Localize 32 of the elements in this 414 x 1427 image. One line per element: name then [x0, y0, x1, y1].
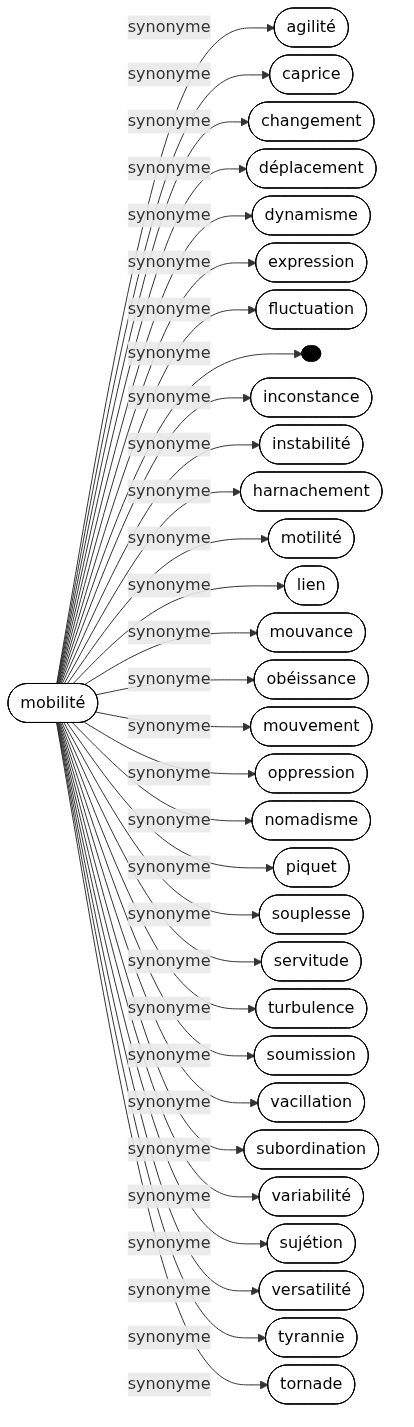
edge-label: synonyme	[127, 857, 211, 877]
edge-label: synonyme	[127, 998, 211, 1018]
arrow	[72, 722, 253, 826]
edge-label: synonyme	[127, 1186, 211, 1206]
edge-label: synonyme	[127, 111, 211, 131]
edge-label: synonyme	[127, 1092, 211, 1112]
edge-label: synonyme	[127, 387, 211, 407]
edge-label: synonyme	[127, 1327, 211, 1347]
edge-label: synonyme	[127, 622, 211, 642]
edge-label: synonyme	[127, 158, 211, 178]
edge-label: synonyme	[127, 528, 211, 548]
edge-label: synonyme	[127, 205, 211, 225]
edge-label: synonyme	[127, 1045, 211, 1065]
edge-label: synonyme	[127, 434, 211, 454]
edge-label: synonyme	[127, 343, 211, 363]
edge-label: synonyme	[127, 252, 211, 272]
edge-label: synonyme	[127, 481, 211, 501]
edge-label: synonyme	[127, 669, 211, 689]
edge-label: synonyme	[127, 1280, 211, 1300]
edge-label: synonyme	[127, 904, 211, 924]
edge-label: synonyme	[127, 1139, 211, 1159]
edge-label: synonyme	[127, 951, 211, 971]
edge-label: synonyme	[127, 17, 211, 37]
edge-label: synonyme	[127, 1374, 211, 1394]
edge-label: synonyme	[127, 810, 211, 830]
edge-label: synonyme	[127, 299, 211, 319]
edge-label: synonyme	[127, 1233, 211, 1253]
edge-label: synonyme	[127, 763, 211, 783]
arrow	[63, 487, 242, 685]
edge-label: synonyme	[127, 575, 211, 595]
edge-label: synonyme	[127, 64, 211, 84]
edge-label: synonyme	[127, 716, 211, 736]
